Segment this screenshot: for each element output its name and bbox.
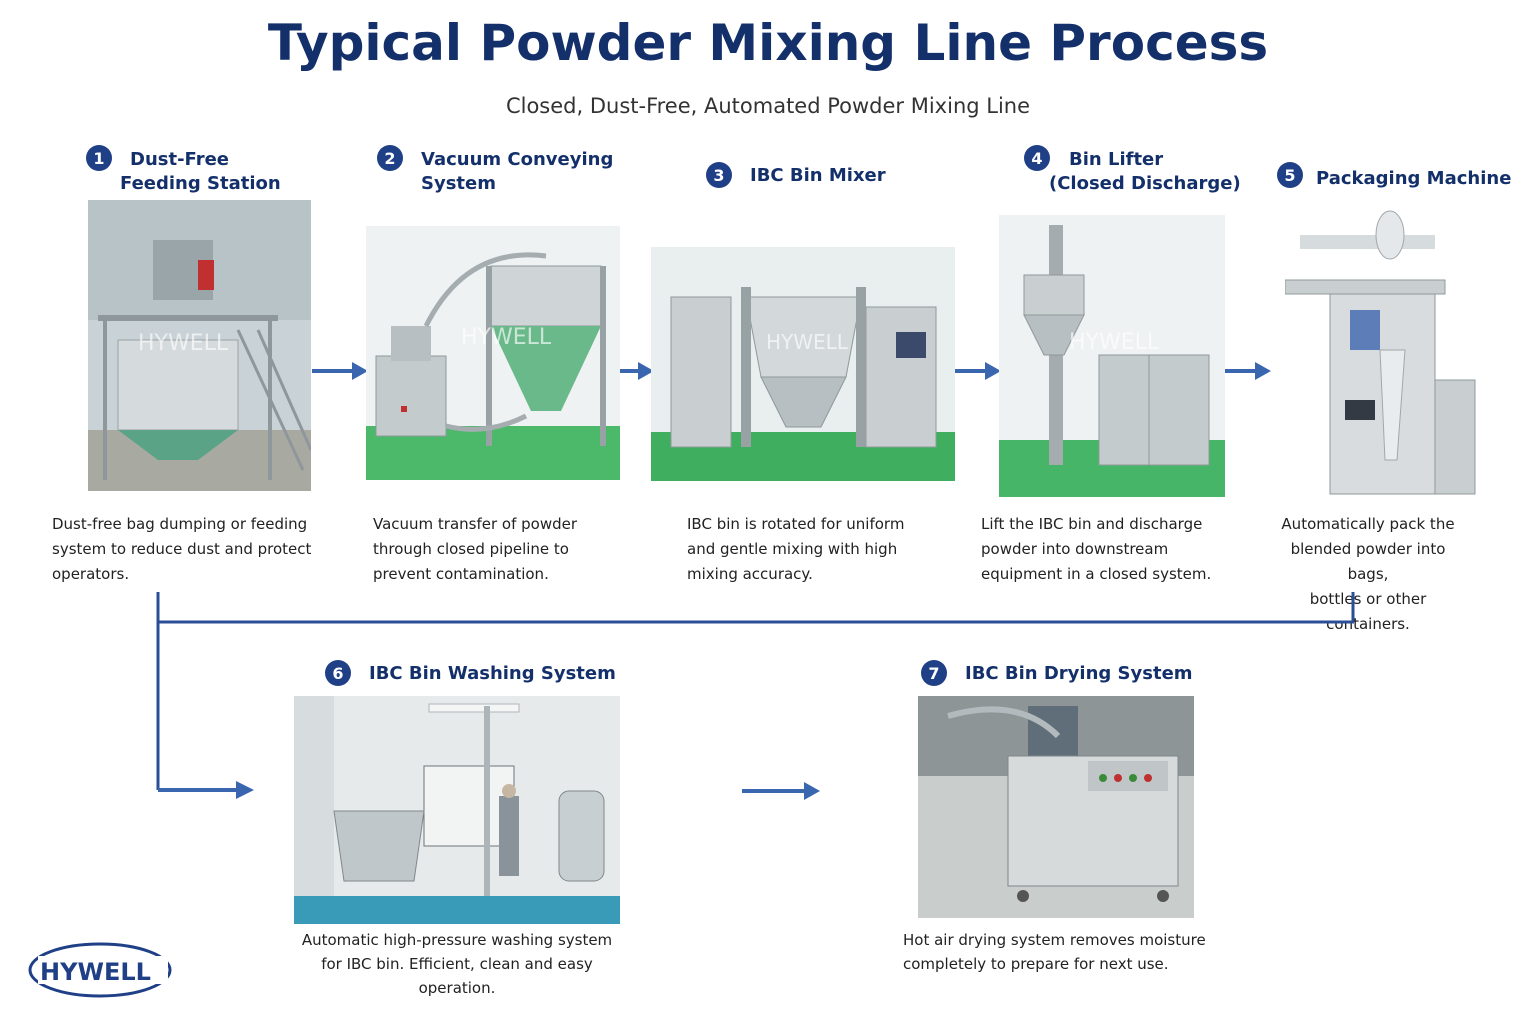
- step-4-description: Lift the IBC bin and discharge powder in…: [981, 512, 1211, 587]
- step-4-title: Bin Lifter (Closed Discharge): [1049, 148, 1241, 196]
- step-4-desc-line2: powder into downstream: [981, 540, 1169, 558]
- step-4-badge: 4: [1024, 145, 1050, 171]
- arrow-right-icon: [1225, 362, 1271, 380]
- page-title: Typical Powder Mixing Line Process: [267, 14, 1269, 72]
- step-4-desc-line3: equipment in a closed system.: [981, 565, 1212, 583]
- vacuum-conveying-photo: HYWELL: [366, 226, 620, 480]
- step-3-desc-line1: IBC bin is rotated for uniform: [687, 515, 905, 533]
- step-3-desc-line3: mixing accuracy.: [687, 565, 813, 583]
- step-2-title-line1: Vacuum Conveying: [421, 149, 614, 170]
- step-5-title: Packaging Machine: [1316, 167, 1511, 191]
- step-7-title-line1: IBC Bin Drying System: [965, 663, 1193, 684]
- step-5-badge: 5: [1277, 162, 1303, 188]
- step-3-title-line1: IBC Bin Mixer: [750, 165, 886, 186]
- step-5-desc-line2: blended powder into bags,: [1290, 540, 1446, 583]
- hywell-logo: HYWELL: [28, 942, 172, 998]
- bin-lifter-photo: HYWELL: [999, 215, 1225, 497]
- step-2-badge: 2: [377, 145, 403, 171]
- step-6-title-line1: IBC Bin Washing System: [369, 663, 616, 684]
- step-6-desc-line2: for IBC bin. Efficient, clean and easy o…: [321, 955, 593, 997]
- step-4-title-line1: Bin Lifter: [1069, 149, 1164, 170]
- step-6-desc-line1: Automatic high-pressure washing system: [301, 931, 613, 949]
- step-1-badge: 1: [86, 145, 112, 171]
- step-6-badge: 6: [325, 660, 351, 686]
- step-5-desc-line1: Automatically pack the: [1281, 515, 1455, 533]
- step-2-desc-line2: through closed pipeline to: [373, 540, 569, 558]
- washing-system-photo: [294, 696, 620, 924]
- step-6-description: Automatic high-pressure washing system f…: [284, 928, 630, 1000]
- step-1-title: Dust-Free Feeding Station: [120, 148, 281, 196]
- step-2-description: Vacuum transfer of powder through closed…: [373, 512, 577, 587]
- drying-system-photo: [918, 696, 1194, 918]
- step-3-description: IBC bin is rotated for uniform and gentl…: [687, 512, 904, 587]
- step-7-description: Hot air drying system removes moisture c…: [903, 928, 1206, 976]
- step-5-title-line1: Packaging Machine: [1316, 168, 1512, 189]
- step-1-desc-line1: Dust-free bag dumping or feeding: [52, 515, 308, 533]
- step-4-title-line2: (Closed Discharge): [1049, 173, 1241, 194]
- watermark-4: HYWELL: [1069, 330, 1160, 355]
- arrow-right-icon: [620, 362, 654, 380]
- step-5-description: Automatically pack the blended powder in…: [1268, 512, 1468, 637]
- arrow-right-icon: [742, 782, 820, 800]
- page-subtitle: Closed, Dust-Free, Automated Powder Mixi…: [505, 94, 1031, 118]
- step-5-desc-line3: bottles or other containers.: [1309, 590, 1427, 633]
- step-1-description: Dust-free bag dumping or feeding system …: [52, 512, 311, 587]
- feeding-station-photo: HYWELL: [88, 200, 311, 491]
- return-connector-line: [156, 592, 1355, 799]
- step-2-title-line2: System: [421, 173, 496, 194]
- step-3-title: IBC Bin Mixer: [750, 164, 886, 188]
- packaging-machine-photo: [1285, 200, 1493, 497]
- watermark-3: HYWELL: [766, 330, 849, 354]
- step-1-title-line2: Feeding Station: [120, 173, 281, 194]
- step-4-desc-line1: Lift the IBC bin and discharge: [981, 515, 1203, 533]
- step-3-desc-line2: and gentle mixing with high: [687, 540, 898, 558]
- ibc-bin-mixer-photo: HYWELL: [651, 247, 955, 481]
- step-7-desc-line1: Hot air drying system removes moisture: [903, 931, 1206, 949]
- step-2-title: Vacuum Conveying System: [421, 148, 613, 196]
- step-2-desc-line3: prevent contamination.: [373, 565, 549, 583]
- step-1-desc-line2: system to reduce dust and protect: [52, 540, 312, 558]
- step-6-title: IBC Bin Washing System: [369, 662, 616, 686]
- watermark-1: HYWELL: [138, 331, 229, 356]
- arrow-right-icon: [955, 362, 1001, 380]
- step-3-badge: 3: [706, 162, 732, 188]
- step-1-title-line1: Dust-Free: [130, 149, 229, 170]
- step-7-title: IBC Bin Drying System: [965, 662, 1193, 686]
- step-1-desc-line3: operators.: [52, 565, 130, 583]
- step-7-badge: 7: [921, 660, 947, 686]
- logo-text: HYWELL: [40, 958, 151, 986]
- step-7-desc-line2: completely to prepare for next use.: [903, 955, 1169, 973]
- arrow-right-icon: [312, 362, 368, 380]
- step-2-desc-line1: Vacuum transfer of powder: [373, 515, 578, 533]
- watermark-2: HYWELL: [461, 325, 552, 350]
